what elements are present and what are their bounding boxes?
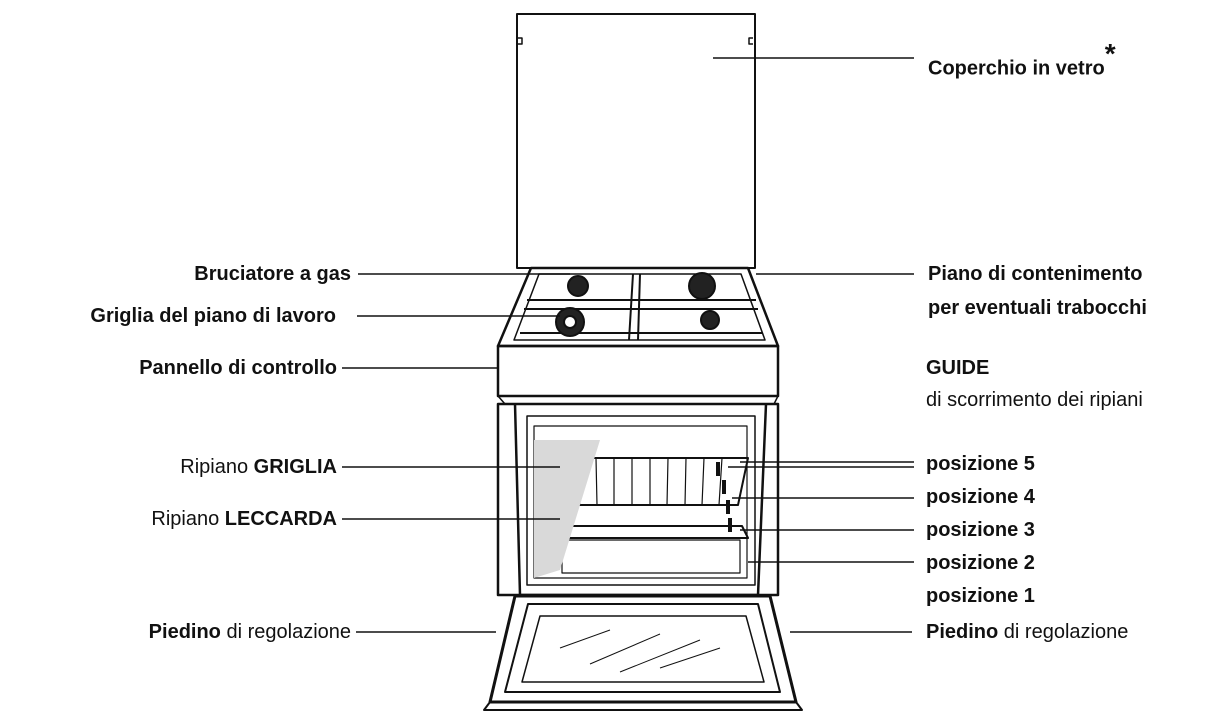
- label-control-panel: Pannello di controllo: [139, 357, 337, 379]
- grill-shelf-bold: GRIGLIA: [253, 456, 337, 478]
- control-panel-shape: [496, 344, 780, 398]
- burner-4: [700, 310, 720, 330]
- grill-shelf-prefix: Ripiano: [180, 456, 249, 478]
- label-gas-burner: Bruciatore a gas: [194, 263, 351, 285]
- foot-left-rest: di regolazione: [226, 621, 351, 643]
- label-glass-lid: Coperchio in vetro*: [928, 40, 1116, 81]
- label-position-4: posizione 4: [926, 486, 1035, 508]
- hob-inner: [513, 273, 766, 341]
- oven-door: [488, 594, 798, 704]
- label-spill-tray-2: per eventuali trabocchi: [928, 297, 1147, 319]
- burner-1: [567, 275, 589, 297]
- label-position-1: posizione 1: [926, 585, 1035, 607]
- foot-left-bold: Piedino: [148, 621, 221, 643]
- label-drip-tray-shelf: Ripiano LECCARDA: [151, 507, 337, 531]
- label-foot-left: Piedino di regolazione: [149, 620, 351, 644]
- side-guides-right: [716, 462, 732, 532]
- label-position-2: posizione 2: [926, 552, 1035, 574]
- hob-grid-bars: [520, 273, 763, 341]
- foot-right-bold: Piedino: [926, 621, 999, 643]
- lid-hinge-right: [748, 37, 753, 45]
- drip-tray-bold: LECCARDA: [224, 508, 337, 530]
- label-position-5: posizione 5: [926, 453, 1035, 475]
- burner-2: [688, 272, 716, 300]
- glass-lid: [516, 13, 756, 269]
- foot-right-rest: di regolazione: [1003, 621, 1129, 643]
- label-grill-shelf: Ripiano GRIGLIA: [180, 455, 337, 479]
- door-glass: [521, 615, 765, 683]
- label-foot-right: Piedino di regolazione: [926, 620, 1128, 644]
- glass-lid-text: Coperchio in vetro: [928, 57, 1105, 80]
- oven-body: [496, 402, 780, 597]
- label-spill-tray-1: Piano di contenimento: [928, 263, 1143, 285]
- label-hob-grid: Griglia del piano di lavoro: [90, 305, 336, 327]
- label-position-3: posizione 3: [926, 519, 1035, 541]
- oven-cavity: [526, 415, 756, 586]
- label-guides-title: GUIDE: [926, 357, 990, 379]
- glass-lid-asterisk: *: [1104, 38, 1116, 69]
- drip-tray-prefix: Ripiano: [151, 508, 220, 530]
- label-guides-subtitle: di scorrimento dei ripiani: [926, 389, 1143, 411]
- lid-hinge-left: [518, 37, 523, 45]
